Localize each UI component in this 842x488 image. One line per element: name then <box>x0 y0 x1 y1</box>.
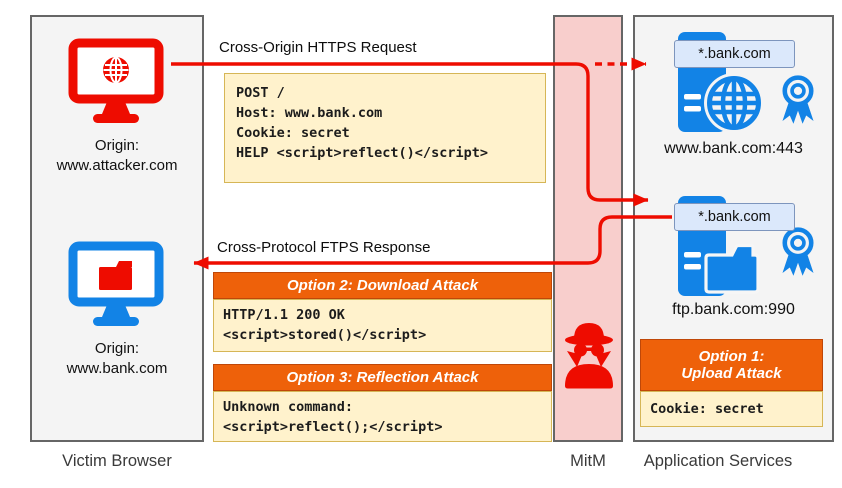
code-line: Host: www.bank.com <box>236 105 383 121</box>
code-line: HELP <script>reflect()</script> <box>236 145 488 161</box>
mitm-spy-icon <box>561 320 617 390</box>
bank-origin-label: Origin: www.bank.com <box>30 339 204 379</box>
option3-body: Unknown command: <script>reflect();</scr… <box>213 391 552 442</box>
code-line: <script>stored()</script> <box>223 327 427 343</box>
option1-title-line1: Option 1: <box>698 348 765 365</box>
option1-body: Cookie: secret <box>640 391 823 427</box>
option1-title-line2: Upload Attack <box>681 365 782 382</box>
option2-header: Option 2: Download Attack <box>213 272 552 299</box>
code-line: Cookie: secret <box>650 401 764 417</box>
code-line: Cookie: secret <box>236 125 350 141</box>
code-line: POST / <box>236 85 285 101</box>
origin-prefix: Origin: <box>94 137 140 154</box>
code-line: <script>reflect();</script> <box>223 419 443 435</box>
ftp-wildcard-cert-label: *.bank.com <box>674 203 795 231</box>
attacker-browser-monitor-icon <box>66 38 166 124</box>
web-certificate-ribbon-icon <box>777 74 819 126</box>
web-globe-icon <box>702 71 766 135</box>
attacker-origin-label: Origin: www.attacker.com <box>30 136 204 176</box>
origin-host: www.attacker.com <box>56 157 178 174</box>
victim-browser-caption: Victim Browser <box>62 452 172 470</box>
web-wildcard-cert-label: *.bank.com <box>674 40 795 68</box>
ftp-folder-icon <box>702 242 762 296</box>
code-line: Unknown command: <box>223 399 354 415</box>
ftp-certificate-ribbon-icon <box>777 226 819 278</box>
option3-header: Option 3: Reflection Attack <box>213 364 552 391</box>
folder-icon <box>99 261 132 290</box>
bank-browser-monitor-icon <box>66 241 166 327</box>
code-line: HTTP/1.1 200 OK <box>223 307 345 323</box>
origin-prefix: Origin: <box>94 340 140 357</box>
web-server-address: www.bank.com:443 <box>664 140 803 157</box>
origin-host: www.bank.com <box>66 360 168 377</box>
option2-body: HTTP/1.1 200 OK <script>stored()</script… <box>213 299 552 352</box>
option1-header: Option 1: Upload Attack <box>640 339 823 391</box>
request-message-box: POST / Host: www.bank.com Cookie: secret… <box>224 73 546 183</box>
mitm-caption: MitM <box>570 452 606 470</box>
ftp-server-address: ftp.bank.com:990 <box>672 301 795 318</box>
request-flow-label: Cross-Origin HTTPS Request <box>219 39 417 56</box>
globe-icon <box>103 56 129 84</box>
response-flow-label: Cross-Protocol FTPS Response <box>217 239 431 256</box>
application-services-caption: Application Services <box>643 452 793 470</box>
